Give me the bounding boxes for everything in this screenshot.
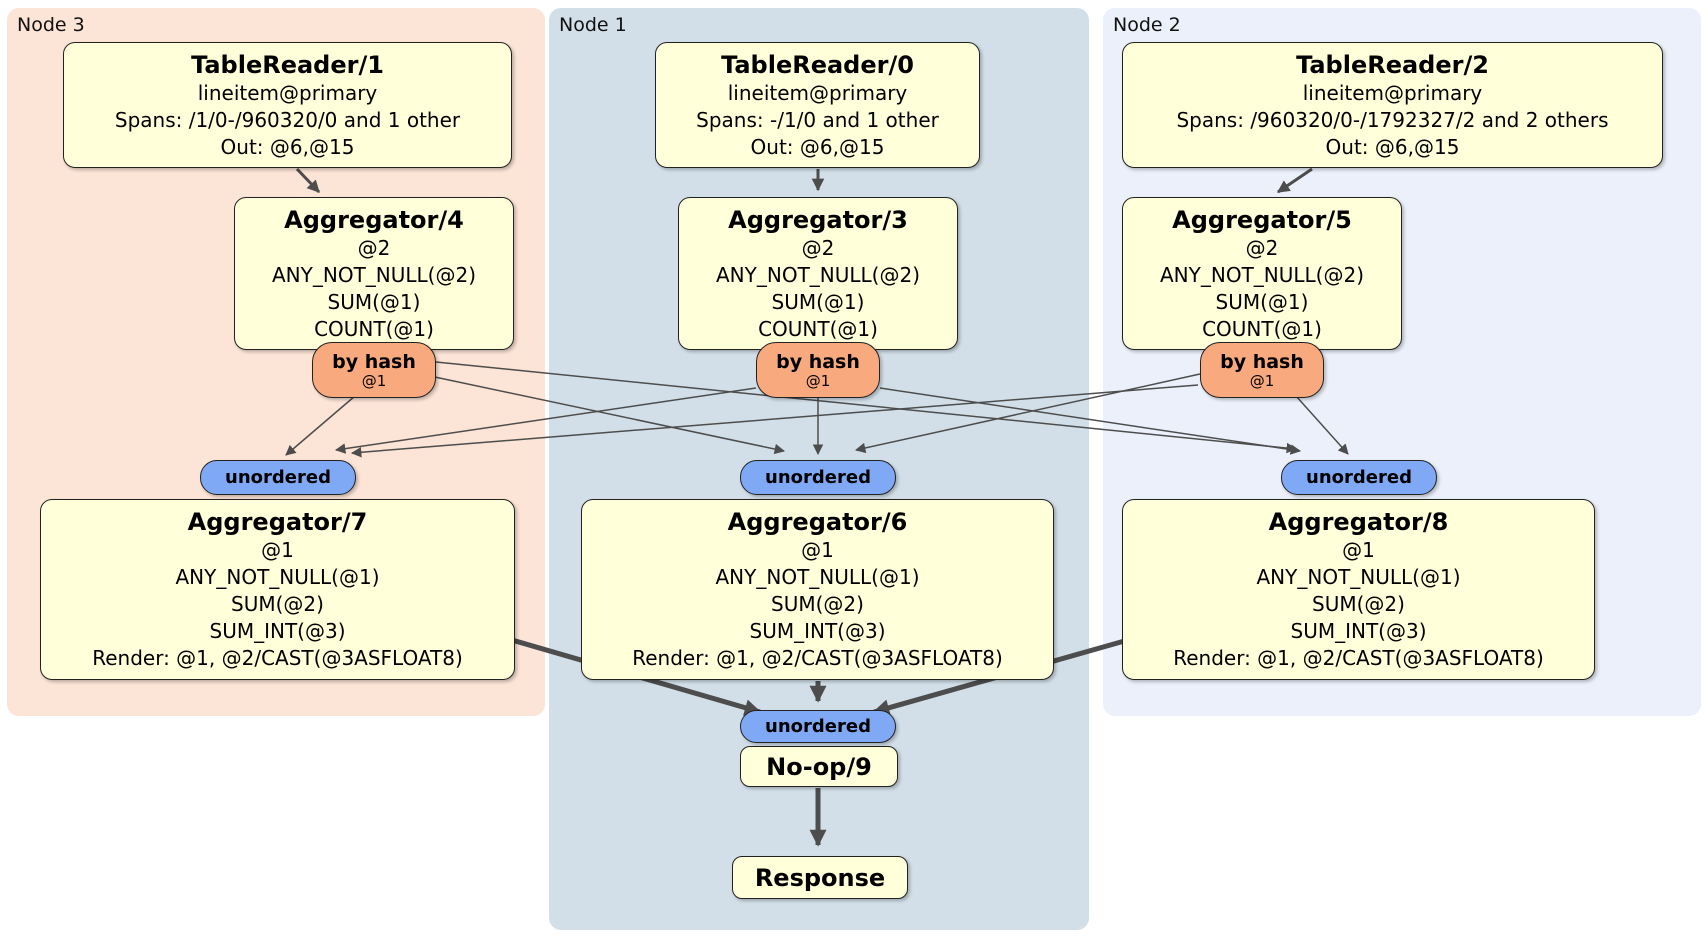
router-by-hash-node2: by hash @1 [1200, 342, 1324, 398]
processor-detail: @2 [801, 235, 835, 260]
processor-detail: Render: @1, @2/CAST(@3ASFLOAT8) [632, 646, 1003, 670]
processor-title: Response [754, 863, 886, 892]
processor-title: Aggregator/6 [727, 508, 908, 536]
processor-detail: ANY_NOT_NULL(@2) [716, 262, 920, 287]
region-node1-label: Node 1 [559, 14, 627, 36]
processor-detail: SUM(@1) [327, 289, 421, 314]
processor-detail: SUM_INT(@3) [1290, 619, 1427, 643]
processor-aggregator-7: Aggregator/7 @1 ANY_NOT_NULL(@1) SUM(@2)… [40, 499, 515, 680]
processor-detail: COUNT(@1) [758, 316, 878, 341]
processor-detail: ANY_NOT_NULL(@2) [272, 262, 476, 287]
router-detail: @1 [805, 371, 831, 390]
processor-tablereader-1: TableReader/1 lineitem@primary Spans: /1… [63, 42, 512, 168]
sync-unordered-node1: unordered [740, 460, 896, 495]
sync-label: unordered [765, 467, 871, 488]
processor-detail: @1 [801, 538, 834, 562]
processor-title: TableReader/0 [721, 50, 914, 79]
processor-title: Aggregator/3 [728, 205, 908, 234]
sync-unordered-node3: unordered [200, 460, 356, 495]
processor-detail: ANY_NOT_NULL(@2) [1160, 262, 1364, 287]
router-by-hash-node1: by hash @1 [756, 342, 880, 398]
processor-detail: Render: @1, @2/CAST(@3ASFLOAT8) [1173, 646, 1544, 670]
sync-label: unordered [225, 467, 331, 488]
router-label: by hash [1220, 350, 1304, 373]
processor-detail: SUM(@2) [231, 592, 324, 616]
processor-detail: ANY_NOT_NULL(@1) [1256, 565, 1461, 589]
processor-tablereader-2: TableReader/2 lineitem@primary Spans: /9… [1122, 42, 1663, 168]
processor-aggregator-3: Aggregator/3 @2 ANY_NOT_NULL(@2) SUM(@1)… [678, 197, 958, 350]
processor-detail: lineitem@primary [197, 80, 378, 105]
processor-detail: Spans: /960320/0-/1792327/2 and 2 others [1176, 107, 1609, 132]
processor-aggregator-6: Aggregator/6 @1 ANY_NOT_NULL(@1) SUM(@2)… [581, 499, 1054, 680]
processor-detail: @1 [1342, 538, 1375, 562]
processor-detail: @2 [1245, 235, 1279, 260]
router-label: by hash [776, 350, 860, 373]
sync-label: unordered [1306, 467, 1412, 488]
processor-detail: lineitem@primary [1302, 80, 1483, 105]
processor-detail: SUM(@2) [771, 592, 864, 616]
processor-title: No-op/9 [766, 752, 872, 781]
region-node2-label: Node 2 [1113, 14, 1181, 36]
response-box: Response [732, 856, 908, 899]
processor-title: TableReader/1 [191, 50, 384, 79]
processor-aggregator-4: Aggregator/4 @2 ANY_NOT_NULL(@2) SUM(@1)… [234, 197, 514, 350]
processor-detail: @1 [261, 538, 294, 562]
processor-detail: Spans: -/1/0 and 1 other [696, 107, 939, 132]
processor-title: Aggregator/4 [284, 205, 464, 234]
router-label: by hash [332, 350, 416, 373]
processor-detail: SUM(@2) [1312, 592, 1405, 616]
processor-title: TableReader/2 [1296, 50, 1489, 79]
processor-detail: Out: @6,@15 [1325, 134, 1460, 159]
processor-title: Aggregator/7 [187, 508, 368, 536]
processor-detail: COUNT(@1) [314, 316, 434, 341]
processor-detail: SUM(@1) [771, 289, 865, 314]
processor-title: Aggregator/5 [1172, 205, 1352, 234]
processor-detail: Render: @1, @2/CAST(@3ASFLOAT8) [92, 646, 463, 670]
processor-detail: ANY_NOT_NULL(@1) [715, 565, 920, 589]
sync-label: unordered [765, 716, 871, 737]
router-detail: @1 [361, 371, 387, 390]
processor-detail: SUM_INT(@3) [209, 619, 346, 643]
sync-unordered-final: unordered [740, 710, 896, 743]
processor-detail: lineitem@primary [727, 80, 908, 105]
region-node3-label: Node 3 [17, 14, 85, 36]
processor-detail: Out: @6,@15 [220, 134, 355, 159]
processor-title: Aggregator/8 [1268, 508, 1449, 536]
processor-detail: COUNT(@1) [1202, 316, 1322, 341]
processor-detail: Spans: /1/0-/960320/0 and 1 other [114, 107, 461, 132]
processor-detail: Out: @6,@15 [750, 134, 885, 159]
processor-tablereader-0: TableReader/0 lineitem@primary Spans: -/… [655, 42, 980, 168]
processor-detail: @2 [357, 235, 391, 260]
processor-noop-9: No-op/9 [740, 746, 898, 787]
router-by-hash-node3: by hash @1 [312, 342, 436, 398]
processor-detail: SUM_INT(@3) [749, 619, 886, 643]
processor-aggregator-5: Aggregator/5 @2 ANY_NOT_NULL(@2) SUM(@1)… [1122, 197, 1402, 350]
router-detail: @1 [1249, 371, 1275, 390]
processor-detail: ANY_NOT_NULL(@1) [175, 565, 380, 589]
processor-detail: SUM(@1) [1215, 289, 1309, 314]
processor-aggregator-8: Aggregator/8 @1 ANY_NOT_NULL(@1) SUM(@2)… [1122, 499, 1595, 680]
sync-unordered-node2: unordered [1281, 460, 1437, 495]
